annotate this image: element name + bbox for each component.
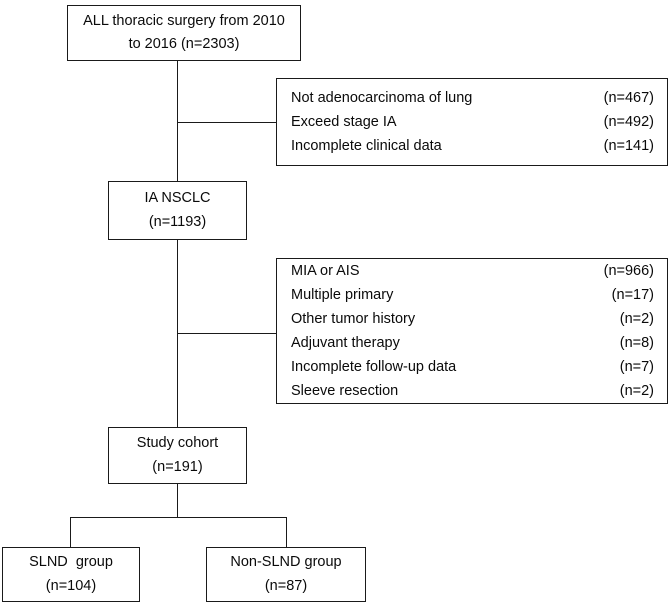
exclusion-count: (n=2) — [619, 311, 654, 327]
node-cohort-line-2: (n=191) — [152, 458, 203, 475]
exclusion-row: Sleeve resection (n=2) — [291, 379, 654, 403]
exclusion-count: (n=7) — [619, 359, 654, 375]
node-slnd-line-2: (n=104) — [45, 577, 97, 594]
exclusion-row: Incomplete follow-up data (n=7) — [291, 355, 654, 379]
exclusion-box-1: Not adenocarcinoma of lung (n=467) Excee… — [276, 78, 668, 166]
exclusion-row: Not adenocarcinoma of lung (n=467) — [291, 86, 654, 110]
node-study-cohort: Study cohort (n=191) — [108, 427, 247, 484]
exclusion-label: Incomplete clinical data — [291, 138, 442, 154]
node-nonslnd-line-1: Non-SLND group — [230, 554, 342, 571]
exclusion-label: Not adenocarcinoma of lung — [291, 90, 473, 106]
exclusion-row: Exceed stage IA (n=492) — [291, 110, 654, 134]
exclusion-count: (n=17) — [611, 287, 654, 303]
exclusion-count: (n=467) — [603, 90, 654, 106]
node-all-thoracic-surgery: ALL thoracic surgery from 2010 to 2016 (… — [67, 5, 301, 61]
exclusion-count: (n=2) — [619, 383, 654, 399]
exclusion-label: MIA or AIS — [291, 263, 360, 279]
connector-all-to-exclusion-1 — [177, 122, 276, 123]
exclusion-row: MIA or AIS (n=966) — [291, 259, 654, 283]
exclusion-box-2: MIA or AIS (n=966) Multiple primary (n=1… — [276, 258, 668, 404]
node-slnd-line-1: SLND group — [29, 554, 113, 571]
connector-all-to-nsclc — [177, 61, 178, 181]
exclusion-count: (n=8) — [619, 335, 654, 351]
connector-nsclc-to-exclusion-2 — [177, 333, 276, 334]
exclusion-label: Other tumor history — [291, 311, 416, 327]
connector-split-to-non-slnd — [286, 517, 287, 547]
connector-split-to-slnd — [70, 517, 71, 547]
exclusion-label: Incomplete follow-up data — [291, 359, 457, 375]
exclusion-row: Other tumor history (n=2) — [291, 307, 654, 331]
exclusion-label: Adjuvant therapy — [291, 335, 400, 351]
exclusion-row: Adjuvant therapy (n=8) — [291, 331, 654, 355]
node-ia-nsclc: IA NSCLC (n=1193) — [108, 181, 247, 240]
node-nsclc-line-2: (n=1193) — [148, 213, 207, 230]
node-cohort-line-1: Study cohort — [136, 435, 219, 452]
connector-split-bar — [70, 517, 287, 518]
exclusion-row: Incomplete clinical data (n=141) — [291, 134, 654, 158]
node-slnd-group: SLND group (n=104) — [2, 547, 140, 602]
node-nsclc-line-1: IA NSCLC — [144, 190, 211, 207]
node-nonslnd-line-2: (n=87) — [264, 577, 308, 594]
exclusion-label: Multiple primary — [291, 287, 394, 303]
exclusion-label: Sleeve resection — [291, 383, 399, 399]
exclusion-row: Multiple primary (n=17) — [291, 283, 654, 307]
exclusion-count: (n=966) — [603, 263, 654, 279]
node-non-slnd-group: Non-SLND group (n=87) — [206, 547, 366, 602]
exclusion-count: (n=141) — [603, 138, 654, 154]
exclusion-label: Exceed stage IA — [291, 114, 397, 130]
node-all-line-1: ALL thoracic surgery from 2010 — [83, 12, 285, 29]
connector-cohort-to-split — [177, 484, 178, 518]
node-all-line-2: to 2016 (n=2303) — [128, 36, 240, 52]
exclusion-count: (n=492) — [603, 114, 654, 130]
